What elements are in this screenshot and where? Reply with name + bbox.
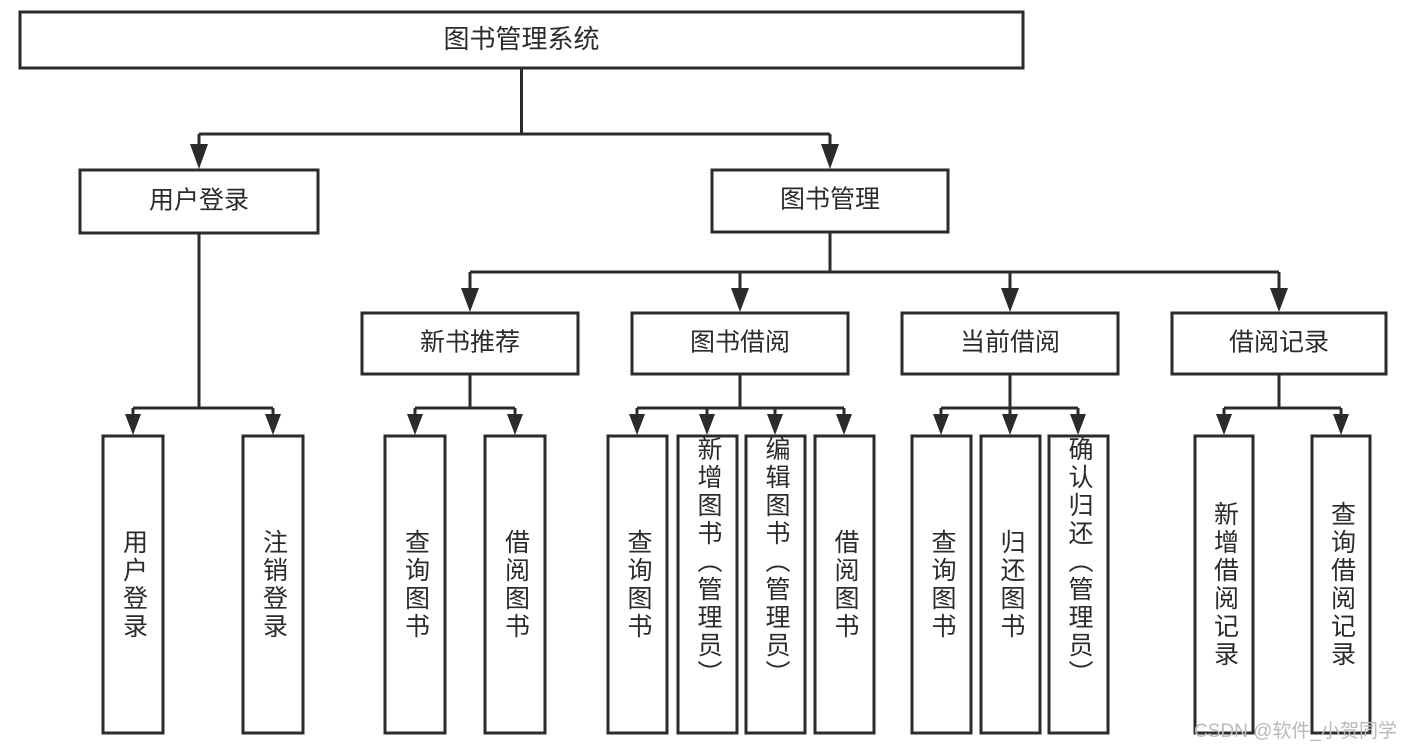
node-user-login[interactable]: 用户登录 [78,168,320,235]
arrow-bm-to-currentborrow [1001,288,1019,312]
node-leaf-query-book-2-box[interactable] [606,434,669,735]
node-leaf-borrow-book-2-box[interactable] [813,434,876,735]
edge-group-new-book-rec [407,374,523,435]
edge-group-book-borrow [629,374,852,435]
arrow-cb-to-leaf2 [1002,414,1018,435]
edge-group-book-manage [461,232,1288,312]
node-leaf-add-record-box[interactable] [1193,434,1255,735]
node-root-label: 图书管理系统 [443,24,599,54]
arrow-bm-to-bookborrow [731,288,749,312]
watermark: CSDN @软件_小贺同学 [1194,721,1397,742]
node-borrow-record-box[interactable] [1170,311,1388,376]
node-borrow-record[interactable]: 借阅记录 [1170,311,1388,376]
arrow-bb-to-leaf3 [767,414,783,435]
node-leaf-borrow-book-1-box[interactable] [483,434,547,735]
node-root[interactable]: 图书管理系统 [18,10,1025,70]
node-new-book-rec[interactable]: 新书推荐 [360,311,580,376]
node-leaf-confirm-return-box[interactable] [1047,434,1110,735]
node-current-borrow-label: 当前借阅 [960,329,1060,357]
arrow-br-to-leaf2 [1333,414,1349,435]
node-user-login-label: 用户登录 [149,187,249,215]
arrow-cb-to-leaf1 [933,414,949,435]
edge-group-borrow-record [1216,374,1349,435]
node-leaf-user-login-box[interactable] [101,434,165,735]
node-book-manage[interactable]: 图书管理 [710,168,950,234]
node-leaf-query-book-1-box[interactable] [383,434,447,735]
edge-group-root [190,68,839,169]
node-leaf-query-record-box[interactable] [1310,434,1372,735]
arrow-bb-to-leaf2 [699,414,715,435]
edge-group-user-login [125,233,281,435]
arrow-root-to-book-manage [821,144,839,169]
arrow-nbr-to-leaf1 [407,414,423,435]
node-book-borrow-label: 图书借阅 [690,329,790,357]
node-leaf-user-logout-box[interactable] [241,434,305,735]
node-book-borrow-box[interactable] [630,311,850,376]
node-book-manage-label: 图书管理 [780,186,880,214]
node-borrow-record-label: 借阅记录 [1229,329,1329,357]
arrow-bm-to-borrowrecord [1270,288,1288,312]
node-user-login-box[interactable] [78,168,320,235]
node-leaf-edit-book-box[interactable] [744,434,807,735]
arrow-bm-to-newbook [461,288,479,312]
node-root-box[interactable] [18,10,1025,70]
arrow-bb-to-leaf1 [629,414,645,435]
arrow-root-to-user-login [190,144,208,169]
node-leaf-query-book-3-box[interactable] [910,434,973,735]
node-leaf-return-book-box[interactable] [979,434,1042,735]
node-current-borrow-box[interactable] [900,311,1120,376]
edge-group-current-borrow [933,374,1086,435]
arrow-bb-to-leaf4 [836,414,852,435]
arrow-ul-to-leaf1 [125,414,141,435]
arrow-ul-to-leaf2 [265,414,281,435]
node-leaf-add-book-box[interactable] [676,434,739,735]
arrow-cb-to-leaf3 [1070,414,1086,435]
arrow-nbr-to-leaf2 [507,414,523,435]
node-book-manage-box[interactable] [710,168,950,234]
node-new-book-rec-box[interactable] [360,311,580,376]
node-book-borrow[interactable]: 图书借阅 [630,311,850,376]
arrow-br-to-leaf1 [1216,414,1232,435]
node-new-book-rec-label: 新书推荐 [420,329,520,357]
node-current-borrow[interactable]: 当前借阅 [900,311,1120,376]
leaf-boxes [101,434,1372,735]
